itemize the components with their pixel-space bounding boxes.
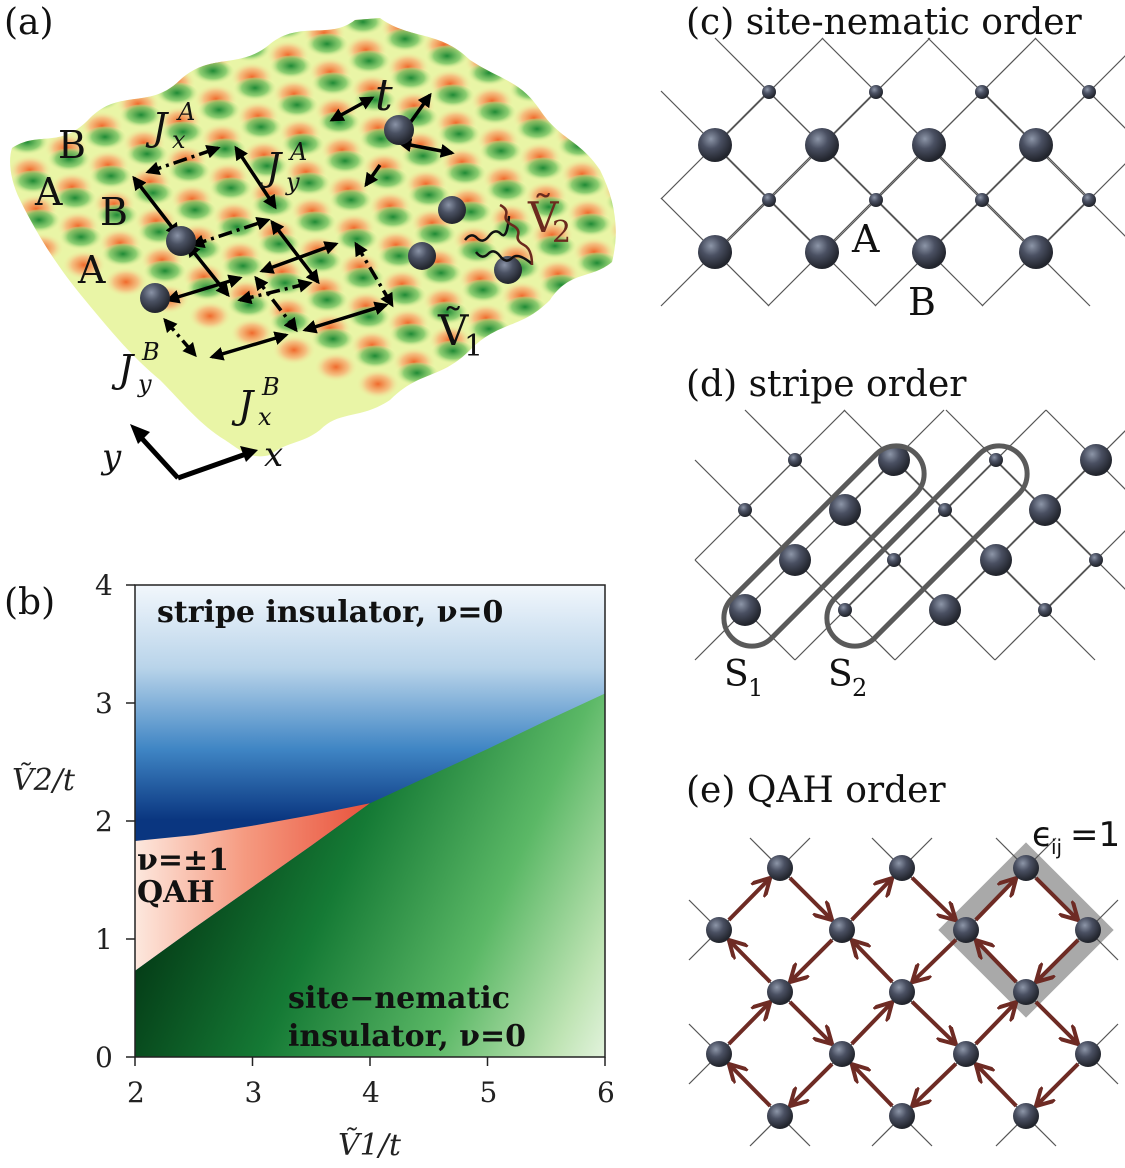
interaction-label-v1: Ṽ 1 — [437, 305, 483, 364]
svg-text:1: 1 — [748, 674, 763, 702]
panel-d-stripe: (d) stripe order S 1 S 2 — [680, 360, 1125, 720]
phase-diagram-plot: 2 3 4 5 6 0 1 2 3 4 Ṽ1/t Ṽ2/t stripe insulator, … — [12, 569, 615, 1163]
svg-text:B: B — [261, 373, 280, 401]
stripe-label-s1: S 1 — [724, 654, 763, 702]
axis-label-x: x — [264, 435, 283, 475]
hopping-label-t: t — [375, 70, 393, 121]
x-axis-ticks: 2 3 4 5 6 — [127, 1057, 615, 1109]
coupling-arrows — [132, 92, 455, 361]
interaction-label-v2: Ṽ 2 — [527, 192, 571, 250]
svg-text:x: x — [172, 126, 186, 154]
svg-text:S: S — [828, 654, 853, 695]
stripe-lattice: S 1 S 2 — [694, 409, 1125, 702]
svg-text:Ṽ: Ṽ — [527, 192, 559, 242]
plaquette-label: ϵ ij =1 — [1032, 815, 1120, 859]
qah-region-label-line1: ν=±1 — [137, 843, 229, 878]
svg-text:y: y — [285, 168, 300, 196]
svg-text:Ṽ1/t: Ṽ1/t — [338, 1127, 402, 1163]
site-label-b-2: B — [100, 190, 128, 234]
svg-text:6: 6 — [597, 1076, 615, 1109]
qah-region-label-line2: QAH — [137, 875, 215, 910]
nematic-region-label-line1: site−nematic — [288, 981, 510, 1016]
panel-a-label: (a) — [4, 2, 54, 43]
svg-text:2: 2 — [127, 1076, 145, 1109]
panel-b-label: (b) — [4, 582, 56, 623]
qah-region — [135, 803, 370, 971]
panel-b-phase-diagram: (b) — [0, 560, 640, 1168]
svg-text:2: 2 — [552, 215, 571, 250]
qah-lattice: ϵ ij =1 — [688, 815, 1120, 1147]
svg-text:4: 4 — [95, 569, 113, 602]
panel-d-label: (d) stripe order — [686, 364, 967, 405]
v1-wavy-bond-1 — [464, 215, 511, 242]
site-label-a: A — [851, 217, 880, 261]
xy-axes-indicator: y x — [100, 424, 283, 481]
plaquette-highlight — [938, 842, 1114, 1018]
svg-text:3: 3 — [245, 1076, 263, 1109]
stripe-s2-outline — [824, 443, 1030, 649]
stripe-label-s2: S 2 — [828, 654, 867, 702]
svg-text:ϵ: ϵ — [1032, 815, 1053, 855]
panel-e-label: (e) QAH order — [686, 770, 946, 811]
stripe-region-label: stripe insulator, ν=0 — [157, 595, 503, 630]
svg-text:0: 0 — [95, 1041, 113, 1074]
site-label-a-1: A — [34, 170, 63, 214]
site-label-a-2: A — [77, 248, 106, 292]
atom-spheres — [140, 115, 522, 313]
svg-text:4: 4 — [362, 1076, 380, 1109]
panel-a-lattice-illustration: (a) — [0, 0, 620, 500]
svg-text:=1: =1 — [1070, 815, 1120, 855]
phase-regions — [135, 585, 605, 1057]
nematic-region-label-line2: insulator, ν=0 — [288, 1019, 526, 1054]
svg-text:3: 3 — [95, 687, 113, 720]
stripe-s1-outline — [721, 443, 927, 649]
nematic-region — [135, 693, 605, 1057]
panel-c-label: (c) site-nematic order — [686, 2, 1082, 43]
svg-text:Ṽ: Ṽ — [437, 305, 469, 355]
svg-text:A: A — [176, 98, 195, 126]
svg-text:x: x — [258, 403, 272, 431]
svg-text:2: 2 — [95, 805, 113, 838]
site-label-b: B — [908, 280, 936, 324]
axis-label-y: y — [100, 437, 122, 477]
svg-text:A: A — [288, 138, 307, 166]
y-axis-ticks: 0 1 2 3 4 — [95, 569, 135, 1074]
site-label-b-1: B — [58, 123, 86, 167]
svg-text:2: 2 — [852, 674, 867, 702]
v1-wavy-bond-2 — [475, 250, 533, 265]
panel-e-qah: (e) QAH order ϵ ij =1 — [680, 760, 1125, 1168]
x-axis-label: Ṽ1/t — [338, 1127, 402, 1163]
site-nematic-lattice: A B — [660, 37, 1125, 324]
svg-text:5: 5 — [480, 1076, 498, 1109]
svg-text:ij: ij — [1051, 835, 1062, 859]
svg-text:B: B — [141, 338, 160, 366]
optical-lattice-surface: B A B A t J x A J y A J y B J x B Ṽ 2 — [10, 18, 616, 481]
panel-c-site-nematic: (c) site-nematic order A B — [660, 0, 1125, 340]
y-axis-label: Ṽ2/t — [12, 762, 76, 798]
svg-text:S: S — [724, 654, 749, 695]
svg-text:y: y — [137, 370, 152, 398]
svg-text:J: J — [111, 347, 135, 391]
svg-text:1: 1 — [95, 923, 113, 956]
svg-text:1: 1 — [464, 329, 483, 364]
v2-wavy-bond — [499, 203, 534, 266]
svg-text:Ṽ2/t: Ṽ2/t — [12, 762, 76, 798]
